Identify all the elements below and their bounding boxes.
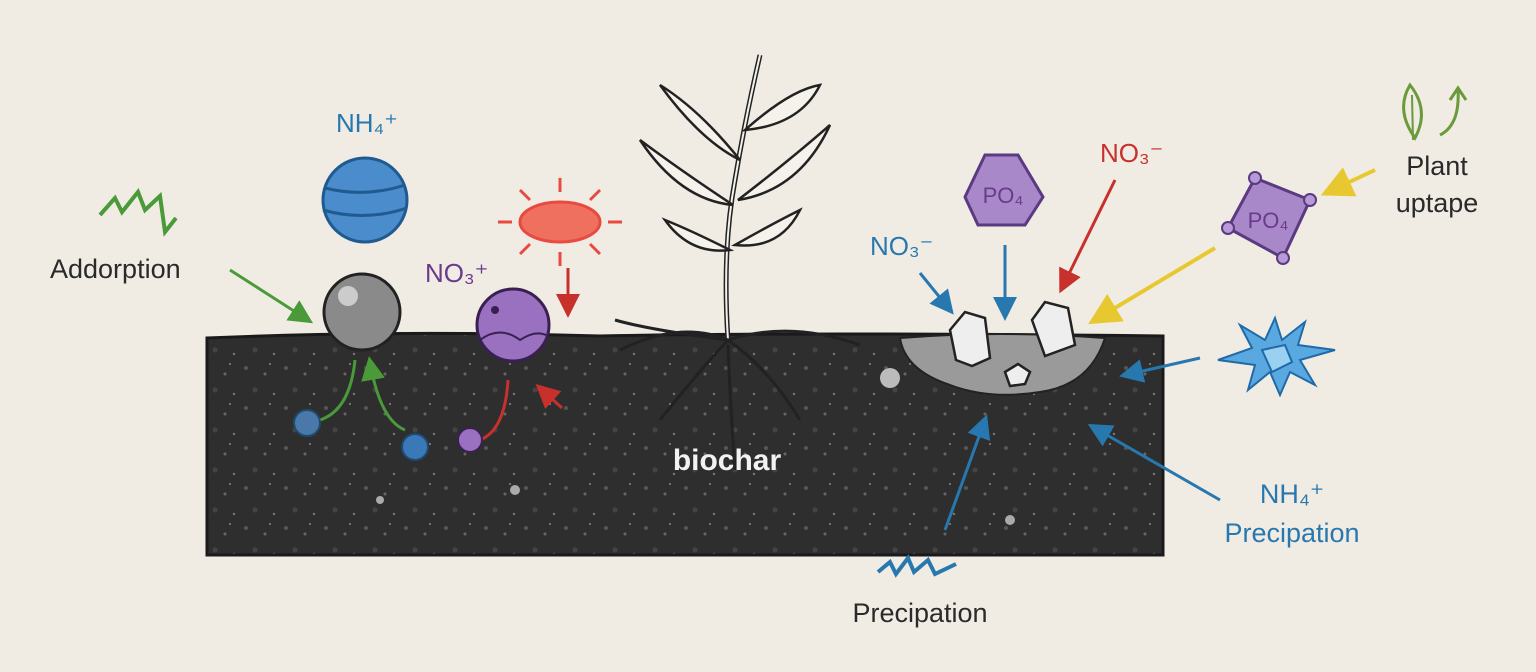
- po4-diamond-icon: PO₄: [1221, 171, 1317, 265]
- small-ion-icon: [401, 433, 429, 461]
- precipitation-label: Precipation: [852, 598, 987, 628]
- nh4-precip-label-1: NH₄⁺: [1260, 479, 1324, 509]
- crystal-icon: [948, 300, 1077, 388]
- biochar-label: biochar: [673, 444, 782, 477]
- precipitation-hollow: [898, 300, 1107, 396]
- plant-uptake-label-1: Plant: [1406, 151, 1468, 181]
- nh4-label: NH₄⁺: [336, 108, 398, 138]
- po4-hexagon-icon: PO₄: [963, 153, 1045, 227]
- no3-blue-label: NO₃⁻: [870, 231, 933, 261]
- no3-sphere-icon: [475, 287, 551, 363]
- po4-diamond-label: PO₄: [1248, 208, 1289, 233]
- no3-red-label: NO₃⁻: [1100, 138, 1163, 168]
- po4-hex-label: PO₄: [983, 183, 1024, 208]
- plant-uptake-label-2: uptape: [1396, 188, 1479, 218]
- spiky-crystal-icon: [1217, 315, 1336, 398]
- leaf-icon: [1402, 82, 1423, 141]
- lightning-icon: [876, 554, 957, 578]
- adsorption-label: Addorption: [50, 254, 181, 284]
- small-ion-icon: [457, 427, 483, 453]
- nh4-precip-label-2: Precipation: [1224, 518, 1359, 548]
- nh4-sphere-icon: [321, 156, 409, 244]
- small-ion-icon: [293, 409, 321, 437]
- no3-plus-label: NO₃⁺: [425, 258, 488, 288]
- sun-icon: [498, 178, 622, 266]
- plant-roots-icon: [614, 54, 861, 471]
- adsorbent-sphere-icon: [322, 272, 402, 352]
- lightning-icon: [98, 188, 178, 237]
- arrow-up-icon: [1439, 85, 1468, 137]
